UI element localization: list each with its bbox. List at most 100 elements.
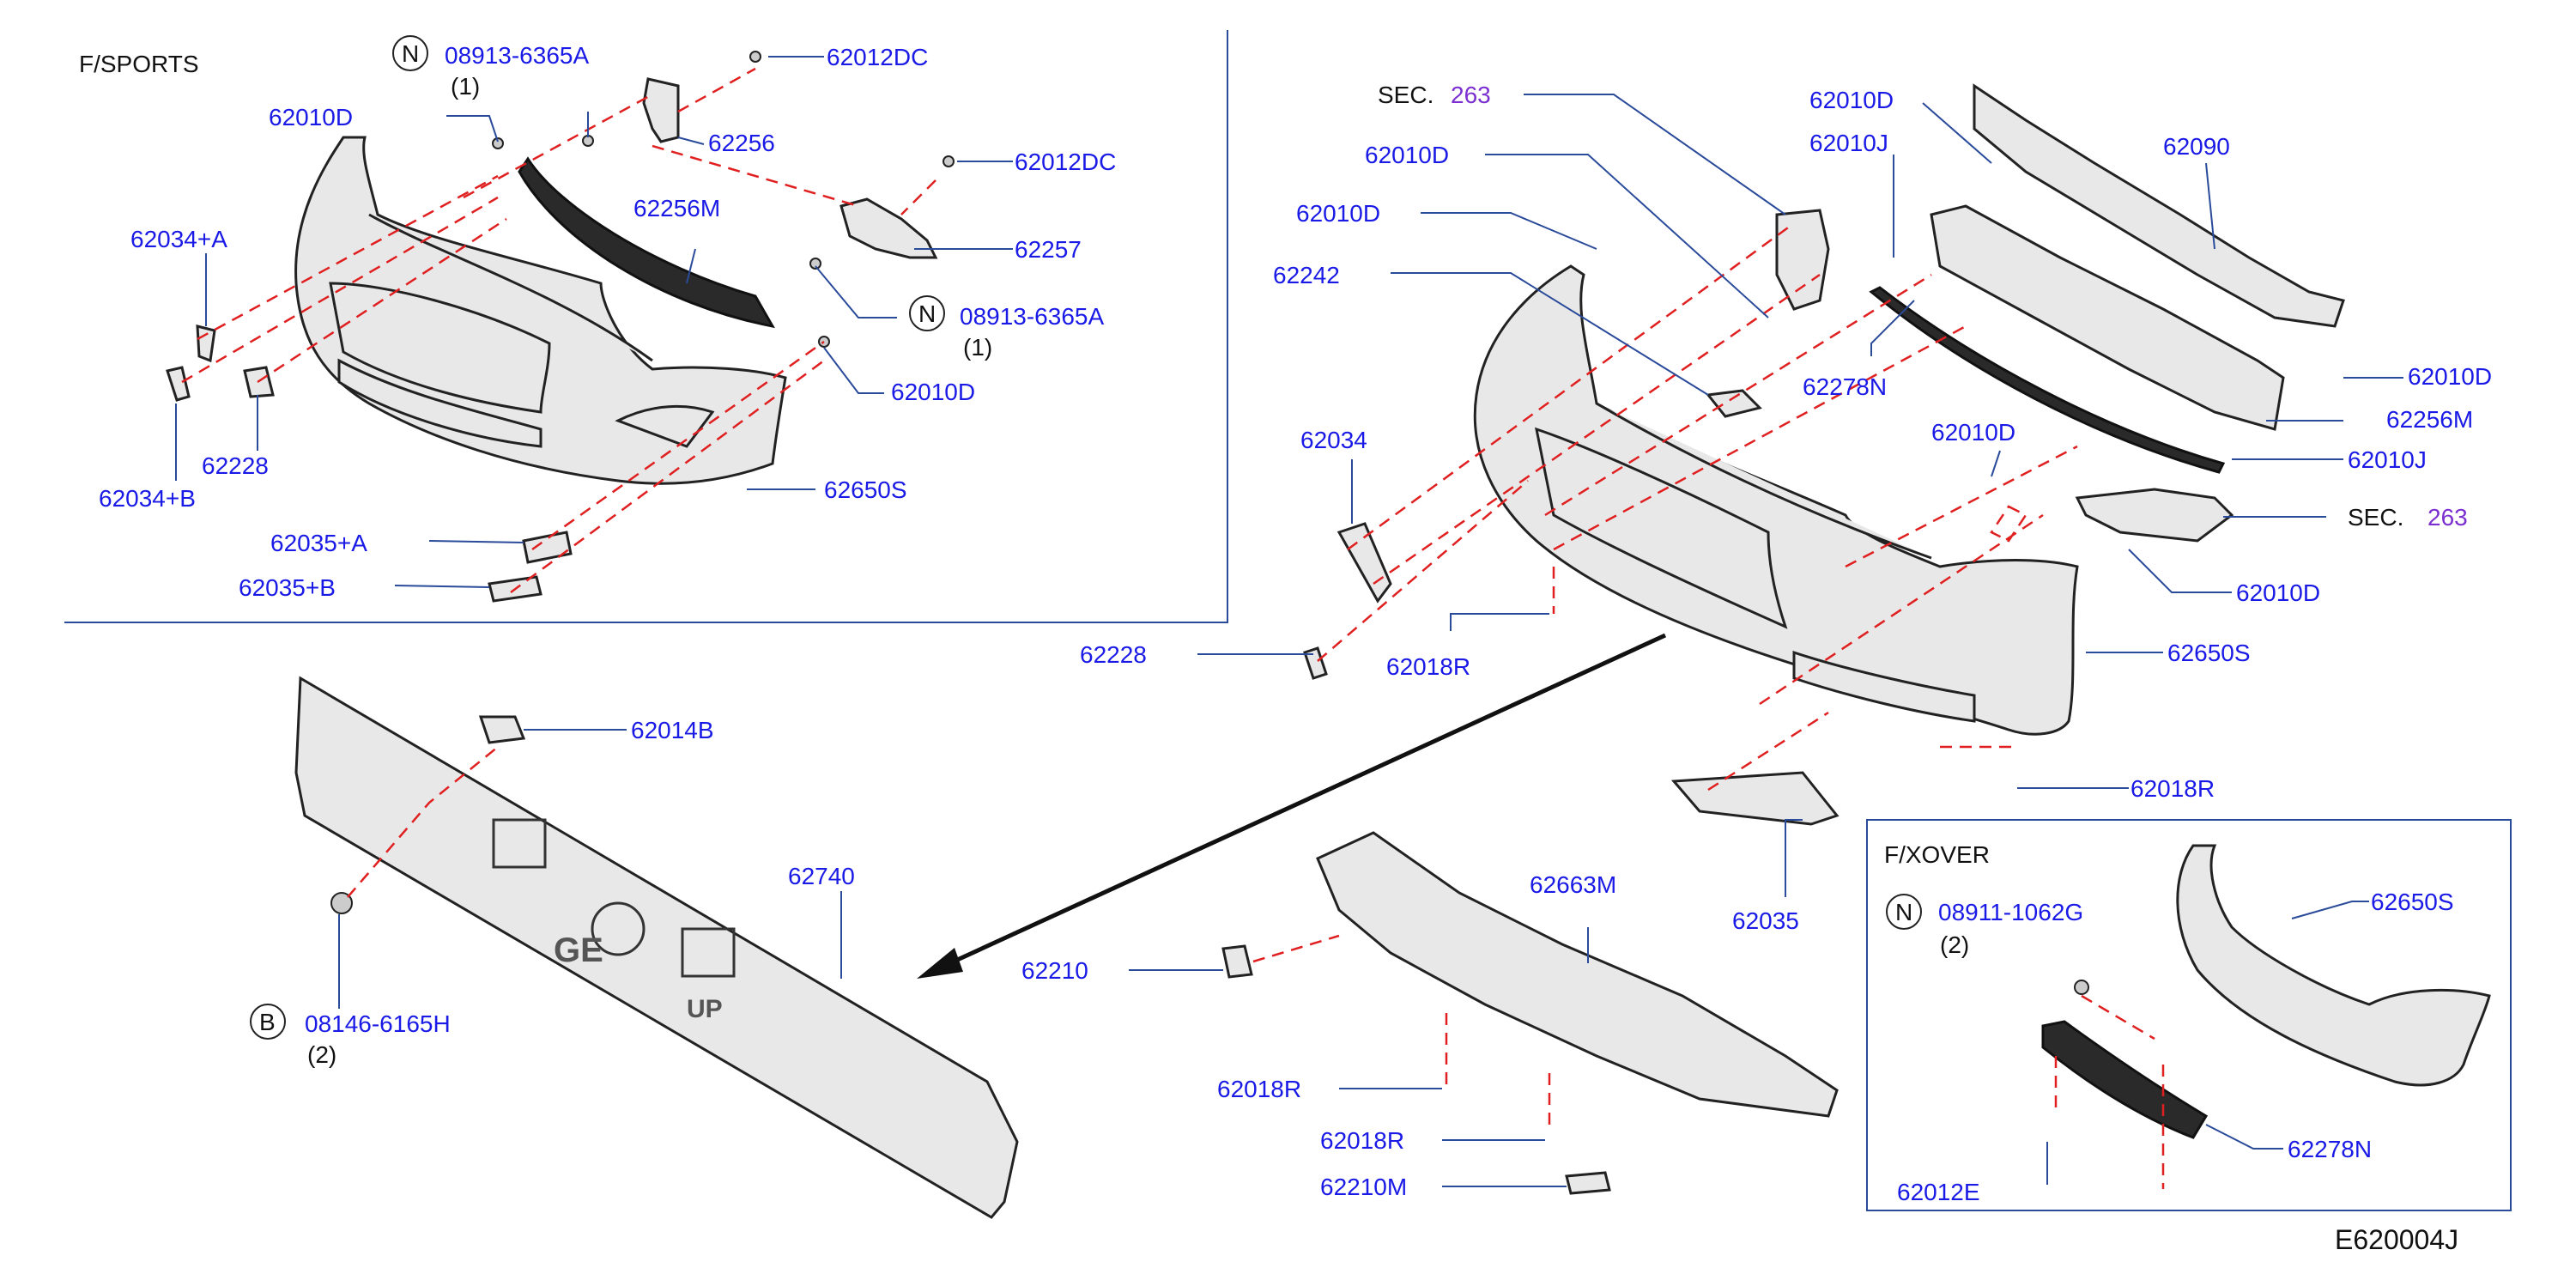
sports-bracket-62257 [839, 197, 938, 259]
undercover-label-62210m: 62210M [1320, 1174, 1407, 1200]
main-bracket-62242 [1706, 389, 1762, 418]
detail-arrow-head [917, 948, 963, 979]
sports-nut-mid-symbol-letter: N [918, 300, 936, 327]
xover-nut-code: 08911-1062G [1938, 899, 2083, 925]
sports-nut-mid-code: 08913-6365A [960, 303, 1104, 330]
main-label-62010d-b: 62010D [1296, 200, 1380, 227]
xover-nut-shape [2074, 980, 2089, 995]
plate-label-62014b: 62014B [631, 717, 714, 743]
xover-nut-symbol [1886, 894, 1922, 930]
main-sec-top-prefix: SEC. [1378, 82, 1433, 108]
sports-grille-62256m [518, 156, 775, 329]
main-label-62090: 62090 [2163, 133, 2230, 160]
main-retainer-62228 [1303, 646, 1328, 680]
plate-bolt-code: 08146-6165H [305, 1010, 451, 1037]
main-label-62256m: 62256M [2386, 406, 2473, 433]
main-label-62010j-a: 62010J [1809, 130, 1888, 156]
undercover-label-62210: 62210 [1021, 957, 1088, 984]
plate-bolt-symbol-letter: B [259, 1009, 276, 1035]
main-label-62010j-b: 62010J [2348, 446, 2427, 473]
sports-bumper-62650s [294, 136, 787, 485]
sports-assembly-lines [181, 67, 936, 594]
undercover-clip-62210m [1565, 1171, 1611, 1195]
sports-label-62228: 62228 [202, 452, 269, 479]
sports-nut-mid-symbol [909, 295, 945, 331]
main-grille-62256m [1930, 204, 2285, 431]
xover-label-62012e: 62012E [1897, 1179, 1980, 1205]
xover-inset: F/XOVER 62650S N 08911-1062G (2) 62278N … [1884, 841, 2491, 1205]
main-label-62278n: 62278N [1803, 373, 1887, 400]
xover-assembly-lines [2054, 994, 2165, 1189]
main-assembly: SEC. 263 62010D 62010D 62242 62010D 6201… [917, 82, 2492, 979]
main-trim-62034 [1336, 522, 1392, 604]
main-sec-right-num: 263 [2428, 504, 2468, 531]
main-label-62035: 62035 [1732, 907, 1799, 934]
plate-clip-62014b [478, 715, 526, 744]
plate-label-62740: 62740 [788, 863, 855, 889]
sports-label-62010d-left: 62010D [269, 104, 353, 130]
xover-inset-title: F/XOVER [1884, 841, 1990, 868]
undercover-label-62018r-a: 62018R [1217, 1076, 1301, 1102]
plate-bolt-symbol [250, 1004, 286, 1040]
plate-emboss-circle [591, 901, 646, 956]
main-label-62034: 62034 [1300, 427, 1367, 453]
sports-nut-top-qty: (1) [451, 73, 480, 100]
main-label-62010d-e: 62010D [1931, 419, 2015, 446]
main-label-62018r-b: 62018R [2131, 775, 2215, 802]
plate-62740 [294, 676, 1019, 1219]
sports-leaders [175, 56, 1013, 588]
sports-label-62010d-right: 62010D [891, 379, 975, 405]
xover-nut-symbol-letter: N [1895, 899, 1912, 925]
main-assembly-lines [1317, 221, 2078, 792]
sports-nut-top-code: 08913-6365A [445, 42, 589, 69]
xover-nut-qty: (2) [1940, 931, 1969, 958]
plate-emboss-logo-1 [492, 818, 547, 869]
plate-assembly: GE UP 62014B 62740 B 08146-6165H (2) [250, 676, 1019, 1219]
sports-bracket-62256 [642, 77, 680, 143]
sports-label-62035a: 62035+A [270, 530, 367, 556]
plate-emboss-up: UP [687, 995, 723, 1023]
sports-label-62035b: 62035+B [239, 574, 336, 601]
sports-inset: F/SPORTS [79, 35, 1116, 603]
xover-label-62650s: 62650S [2371, 889, 2454, 915]
sports-label-62257: 62257 [1015, 236, 1082, 263]
main-label-62010d-f: 62010D [2236, 579, 2320, 606]
xover-label-62278n: 62278N [2288, 1136, 2372, 1162]
main-label-62010d-c: 62010D [1809, 87, 1894, 113]
main-sec-263-top-part [1775, 209, 1830, 311]
undercover-62663m [1316, 831, 1839, 1118]
plate-bolt-qty: (2) [307, 1041, 336, 1068]
plate-emboss-ge: GE [554, 931, 603, 969]
sports-label-62034a: 62034+A [130, 226, 227, 252]
main-trim-62035 [1670, 771, 1840, 826]
main-label-62010d-a: 62010D [1365, 142, 1449, 168]
sports-label-62256: 62256 [708, 130, 775, 156]
main-label-62018r-a: 62018R [1386, 653, 1470, 680]
plate-assembly-line [347, 746, 499, 898]
sports-nut-top-symbol [392, 35, 428, 71]
diagram-code: E620004J [2335, 1224, 2458, 1255]
main-reinforce-62090 [1973, 83, 2345, 328]
main-label-62228: 62228 [1080, 641, 1147, 668]
undercover-assembly: 62663M 62210 62018R 62018R 62210M [1021, 831, 1839, 1200]
sports-nut-mid-shape [809, 258, 821, 270]
sports-clip-62012dc-top-shape [749, 51, 761, 63]
sports-trim-62034b [166, 366, 191, 402]
undercover-label-62018r-b: 62018R [1320, 1127, 1404, 1154]
undercover-label-62663m: 62663M [1530, 871, 1616, 898]
sports-clip-62010d-left-shape [492, 137, 504, 149]
detail-arrow [943, 633, 1667, 968]
sports-trim-62035a [522, 531, 573, 564]
main-label-62242: 62242 [1273, 262, 1340, 288]
plate-bolt-shape [330, 892, 353, 914]
xover-leaders [2046, 901, 2369, 1185]
sports-clip-62012dc-mid-shape [943, 155, 955, 167]
sports-inset-title: F/SPORTS [79, 51, 199, 77]
main-sec-right-prefix: SEC. [2348, 504, 2403, 531]
sports-trim-62034a [196, 325, 216, 363]
sports-label-62650s: 62650S [824, 476, 907, 503]
sports-nut-top-symbol-letter: N [402, 40, 419, 67]
main-bumper-62650s [1473, 264, 2079, 736]
main-strip-62278n [1869, 286, 2226, 474]
